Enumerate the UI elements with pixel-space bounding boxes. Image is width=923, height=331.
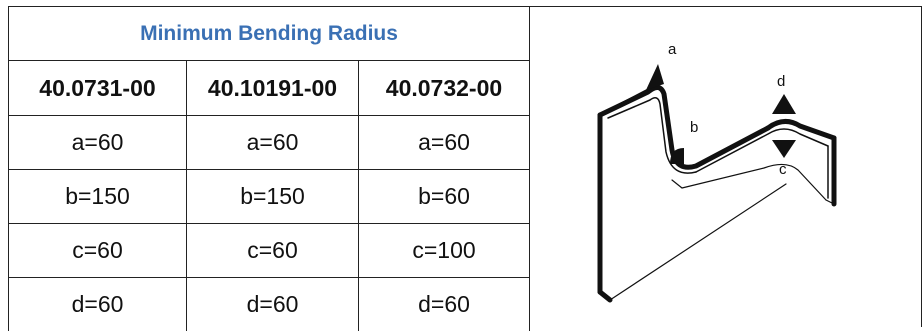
table-row: c=60 c=60 c=100 bbox=[9, 224, 530, 278]
table-row: a=60 a=60 a=60 bbox=[9, 116, 530, 170]
table-cell: b=150 bbox=[187, 170, 359, 224]
table-title: Minimum Bending Radius bbox=[9, 7, 530, 61]
bend-c-arrow-icon bbox=[772, 140, 796, 158]
column-header-3: 40.0732-00 bbox=[359, 61, 530, 116]
label-a: a bbox=[668, 41, 677, 58]
table-row: d=60 d=60 d=60 bbox=[9, 278, 530, 331]
table-cell: c=60 bbox=[187, 224, 359, 278]
table-cell: d=60 bbox=[187, 278, 359, 331]
table-row: b=150 b=150 b=60 bbox=[9, 170, 530, 224]
column-header-1: 40.0731-00 bbox=[9, 61, 187, 116]
table-cell: c=60 bbox=[9, 224, 187, 278]
table-cell: d=60 bbox=[9, 278, 187, 331]
label-c: c bbox=[779, 161, 787, 178]
table-cell: b=60 bbox=[359, 170, 530, 224]
table-cell: d=60 bbox=[359, 278, 530, 331]
bending-diagram: a b d c bbox=[586, 20, 876, 318]
table-cell: a=60 bbox=[359, 116, 530, 170]
bent-strip-drawing: a b d c bbox=[586, 20, 876, 318]
label-d: d bbox=[777, 73, 785, 90]
table-cell: b=150 bbox=[9, 170, 187, 224]
table-cell: a=60 bbox=[187, 116, 359, 170]
bending-radius-table: Minimum Bending Radius 40.0731-00 40.101… bbox=[8, 6, 530, 331]
column-header-2: 40.10191-00 bbox=[187, 61, 359, 116]
bend-d-arrow-icon bbox=[772, 94, 796, 114]
table-cell: a=60 bbox=[9, 116, 187, 170]
label-b: b bbox=[690, 119, 698, 136]
table-cell: c=100 bbox=[359, 224, 530, 278]
